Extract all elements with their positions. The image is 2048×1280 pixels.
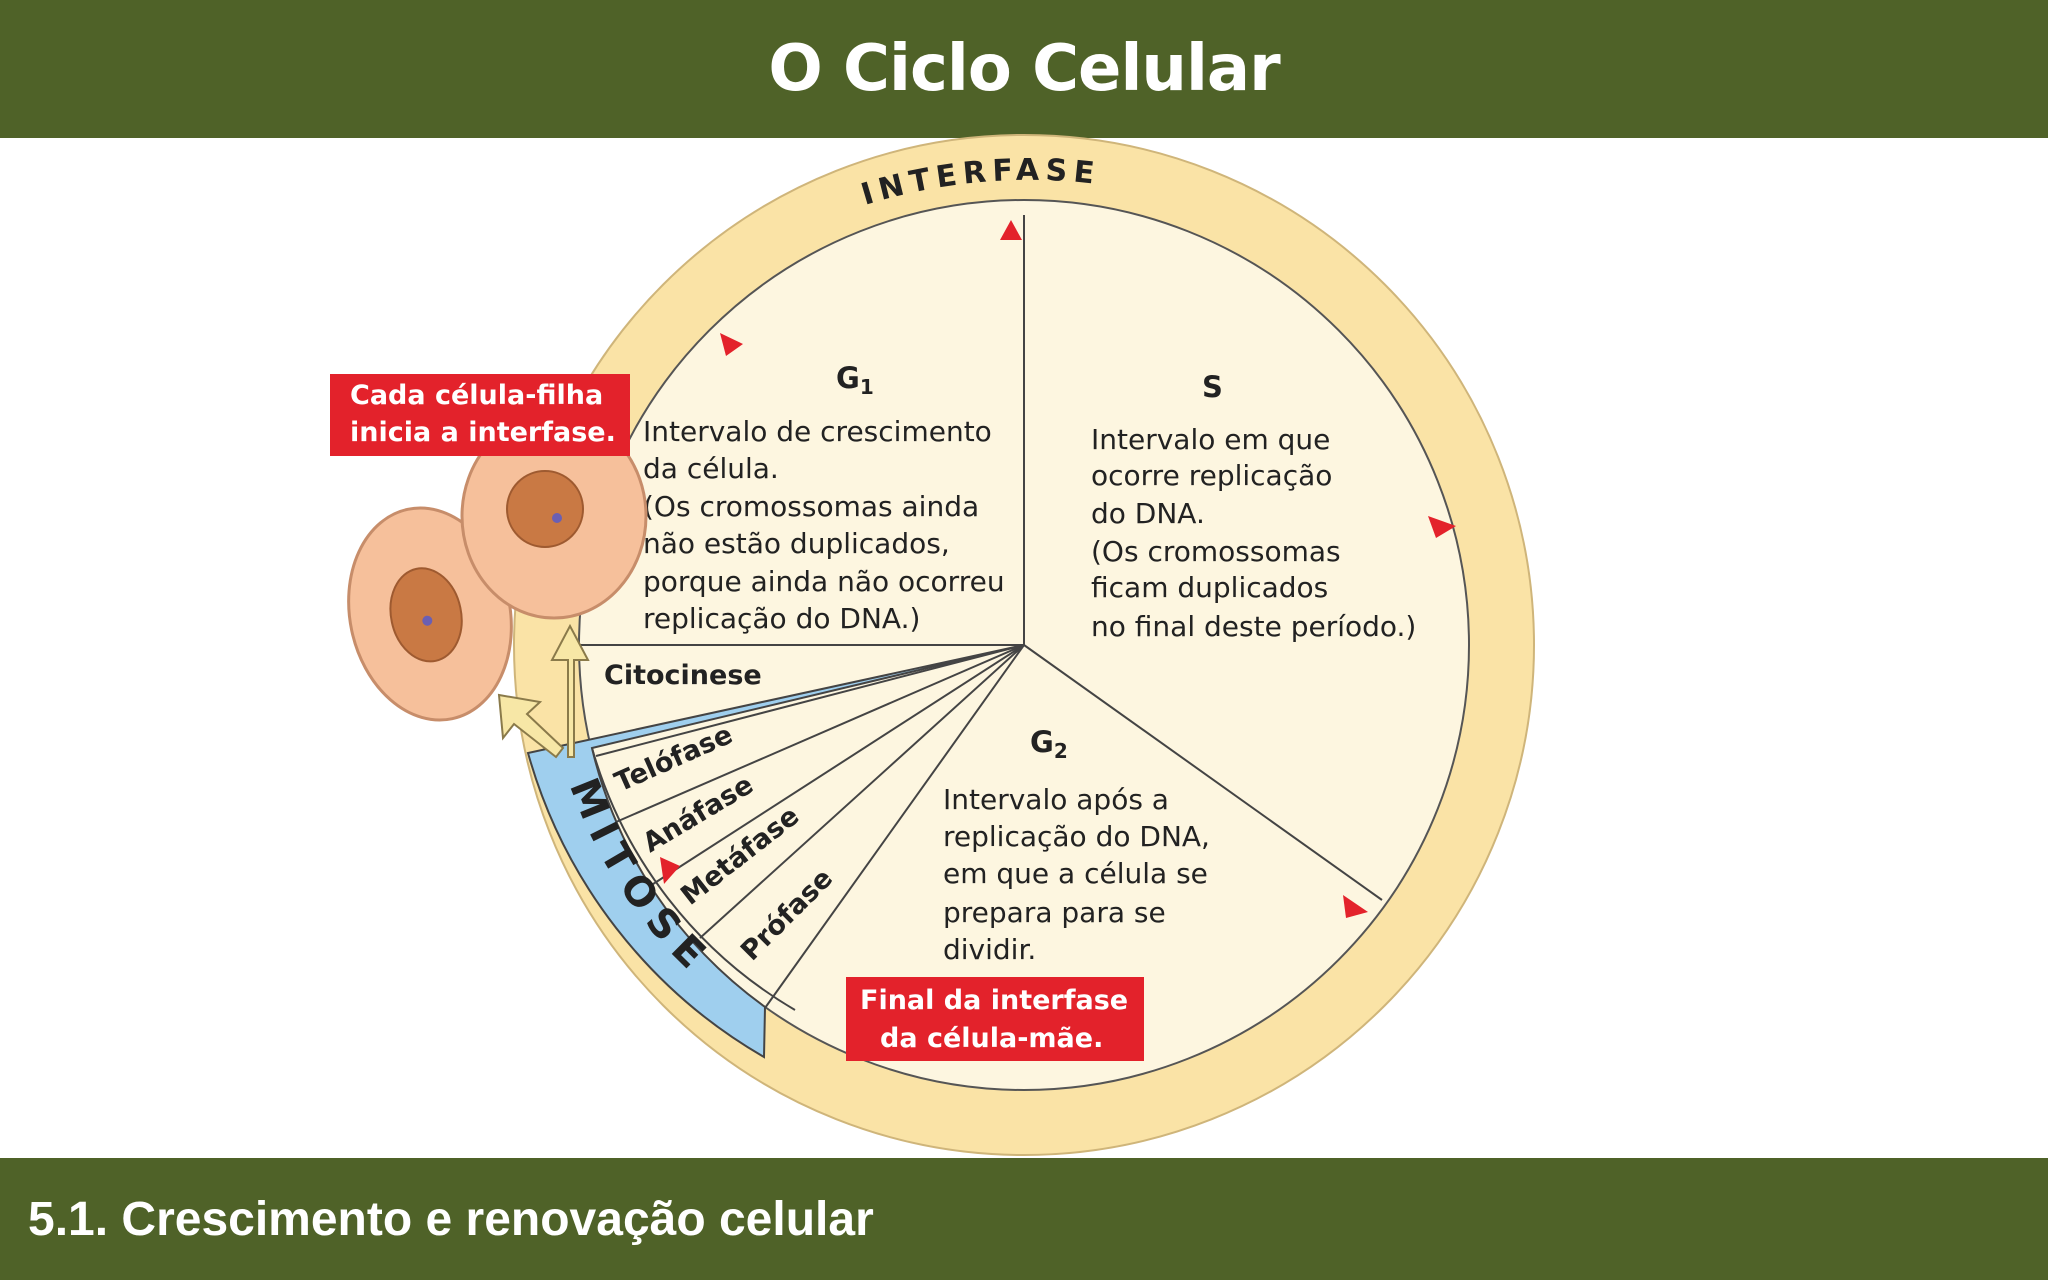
divider-prophase-end xyxy=(764,644,1025,1009)
divider-phase-3 xyxy=(649,644,1025,887)
g2-title: G2 xyxy=(1030,725,1068,763)
divider-s-g2 xyxy=(1023,644,1383,901)
arrow-marker-mitosis xyxy=(660,857,680,884)
arrow-marker-g1 xyxy=(720,333,743,356)
daughter-arrow-1 xyxy=(550,623,590,758)
divider-phase-1 xyxy=(595,644,1025,757)
callout-daughter: Cada célula-filha inicia a interfase. xyxy=(330,374,630,456)
s-description: Intervalo em que ocorre replicação do DN… xyxy=(1091,423,1416,643)
svg-text:Final da interfase da cé: Final da interfase da célula-mãe. xyxy=(860,985,1138,1054)
mitosis-inner-arc xyxy=(591,747,796,1011)
daughter-cell-right xyxy=(460,412,648,620)
arrow-marker-g2 xyxy=(1343,895,1368,918)
divider-phase-4 xyxy=(699,644,1025,939)
arrow-marker-s xyxy=(1428,516,1456,538)
divider-phase-2 xyxy=(615,644,1025,823)
g2-description: Intervalo após a replicação do DNA, em q… xyxy=(943,783,1219,966)
svg-text:Cada célula-filha inicia: Cada célula-filha inicia a interfase. xyxy=(350,380,616,448)
footer-bar: 5.1. Crescimento e renovação celular xyxy=(0,1158,2048,1280)
s-title: S xyxy=(1202,370,1223,404)
g1-title: G1 xyxy=(836,361,874,399)
section-title: 5.1. Crescimento e renovação celular xyxy=(28,1192,874,1246)
citocinese-label: Citocinese xyxy=(604,660,762,691)
arrow-marker-top xyxy=(1000,220,1022,240)
callout-end: Final da interfase da célula-mãe. xyxy=(846,977,1144,1061)
page-title: O Ciclo Celular xyxy=(768,32,1280,106)
title-bar: O Ciclo Celular xyxy=(0,0,2048,138)
mitosis-region xyxy=(526,644,1025,1059)
g1-description: Intervalo de crescimento da célula. (Os … xyxy=(643,415,1013,635)
daughter-arrow-2 xyxy=(497,693,565,759)
